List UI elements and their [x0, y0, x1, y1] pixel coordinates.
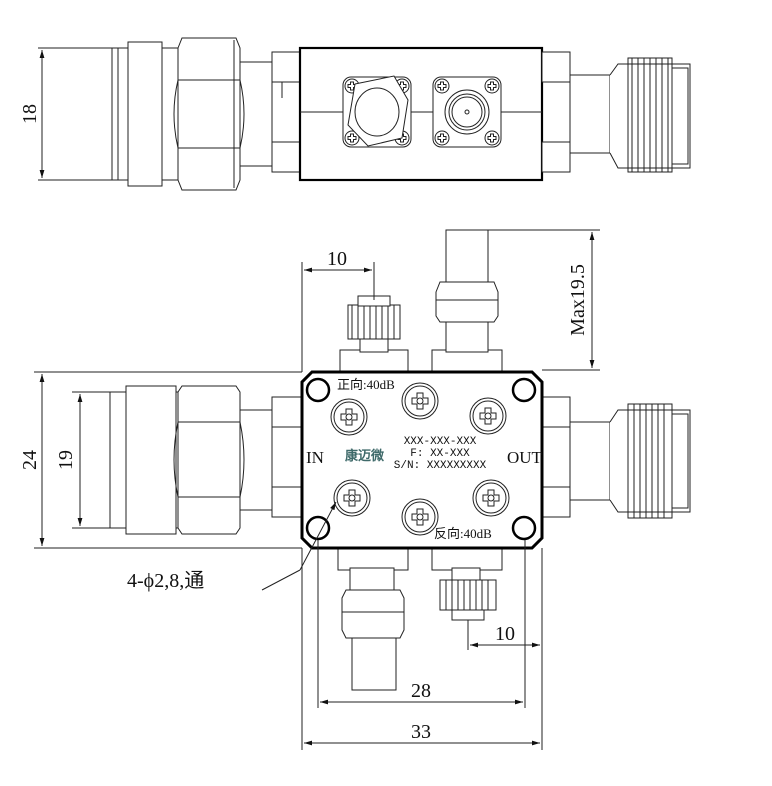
screw	[472, 479, 510, 517]
dim-top-offset: 10	[327, 248, 347, 270]
dim-height-outer: 24	[19, 450, 41, 470]
dim-height-inner: 19	[55, 450, 77, 470]
screw	[401, 382, 439, 420]
brand-logo: 康迈微	[345, 448, 385, 464]
dim-hole-pitch: 28	[411, 680, 431, 702]
hole-callout: 4-ϕ2,8,通	[127, 569, 204, 592]
reverse-isolation-label: 反向:40dB	[434, 526, 492, 541]
part-number: XXX-XXX-XXX	[404, 436, 477, 448]
dim-bottom-offset: 10	[495, 623, 515, 645]
in-port-label: IN	[306, 448, 324, 467]
screw	[469, 397, 507, 435]
dim-max-height: Max19.5	[567, 264, 589, 336]
dim-body-width: 33	[411, 721, 431, 743]
top-view: 18	[19, 37, 691, 191]
frequency-label: F: XX-XXX	[410, 448, 470, 460]
screw	[401, 498, 439, 536]
screw	[330, 398, 368, 436]
screw	[333, 479, 371, 517]
dim-top-height: 18	[19, 104, 41, 124]
serial-number: S/N: XXXXXXXXX	[394, 460, 487, 472]
forward-isolation-label: 正向:40dB	[337, 377, 395, 392]
front-view: 24 19	[19, 229, 691, 750]
out-port-label: OUT	[507, 448, 543, 467]
